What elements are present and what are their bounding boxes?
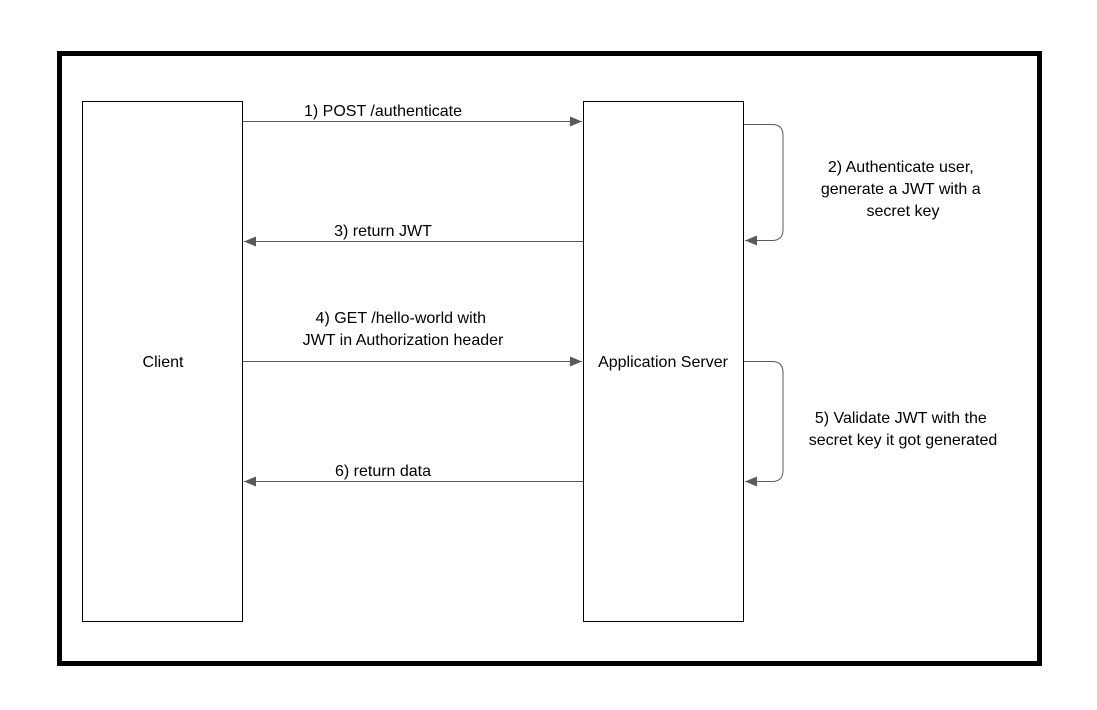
client-box xyxy=(82,101,243,622)
step-2-loop-arrow xyxy=(744,124,784,246)
step-4-line-2: JWT in Authorization header xyxy=(303,332,504,349)
server-label: Application Server xyxy=(598,354,729,371)
step-4-line-1: 4) GET /hello-world with xyxy=(316,310,486,327)
client-label: Client xyxy=(143,354,184,371)
server-box xyxy=(583,101,744,622)
step-4-label: 4) GET /hello-world with JWT in Authoriz… xyxy=(303,310,504,349)
step-5-label: 5) Validate JWT with the secret key it g… xyxy=(809,410,998,449)
step-2-label: 2) Authenticate user, generate a JWT wit… xyxy=(821,159,985,220)
step-3-label: 3) return JWT xyxy=(334,223,432,240)
step-5-loop-arrow xyxy=(744,361,784,487)
step-2-line-3: secret key xyxy=(867,203,940,220)
step-6-line-1: 6) return data xyxy=(335,463,431,480)
step-5-line-1: 5) Validate JWT with the xyxy=(815,410,987,427)
diagram-frame xyxy=(57,51,1042,666)
step-5-line-2: secret key it got generated xyxy=(809,432,998,449)
step-2-line-2: generate a JWT with a xyxy=(821,181,981,198)
step-6-label: 6) return data xyxy=(335,463,431,480)
step-3-line-1: 3) return JWT xyxy=(334,223,432,240)
step-2-line-1: 2) Authenticate user, xyxy=(828,159,974,176)
step-1-line-1: 1) POST /authenticate xyxy=(304,103,462,120)
step-1-label: 1) POST /authenticate xyxy=(304,103,462,120)
